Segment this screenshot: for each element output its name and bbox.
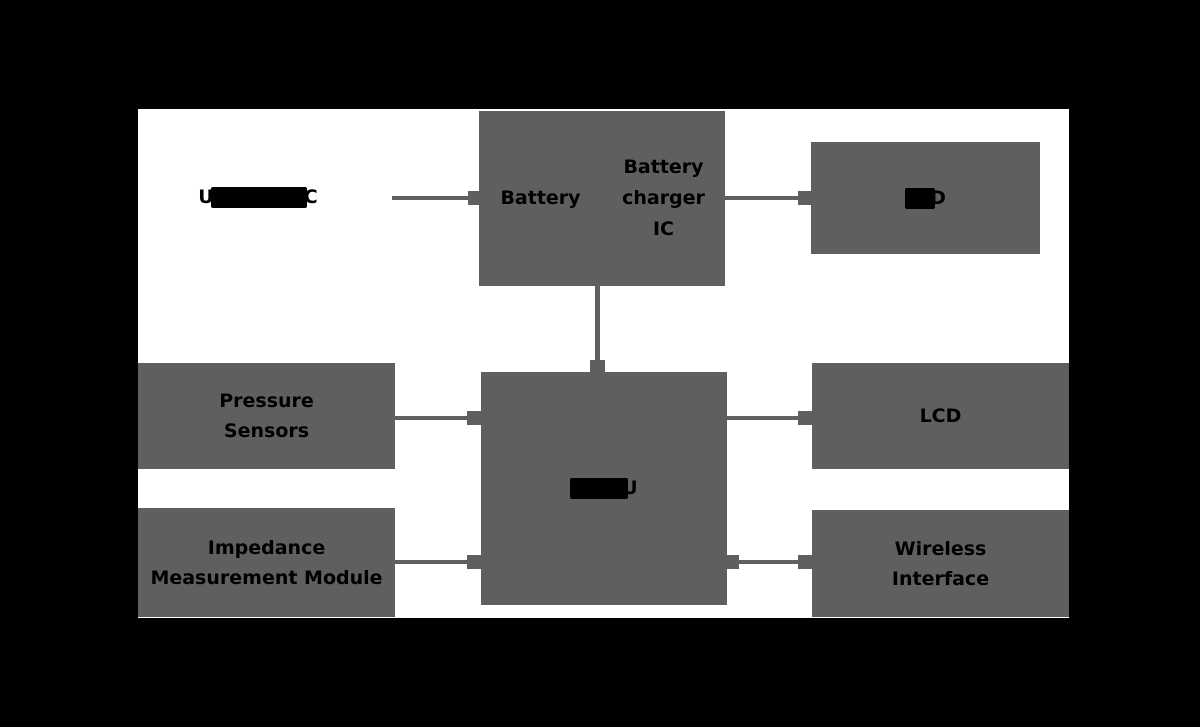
redaction-bar: [905, 187, 936, 209]
lcd-block: LCD: [812, 363, 1069, 469]
lcd-label: LCD: [919, 405, 962, 427]
connector-mcu-to-wireless: [736, 560, 802, 564]
connector-battery-charger-to-mcu: [595, 286, 600, 360]
arrowhead-into-lcd: [798, 411, 812, 425]
arrowhead-into-wireless: [798, 555, 812, 569]
impedance-measurement-block: Impedance Measurement Module: [138, 508, 395, 617]
arrowhead-into-led: [798, 191, 812, 205]
usb-label-end: C: [303, 186, 318, 208]
arrowhead-into-battery-charger: [468, 191, 482, 205]
connector-usb-to-battery-charger: [392, 196, 469, 200]
led-label-end: D: [930, 187, 946, 209]
arrowhead-into-mcu-from-pressure: [467, 411, 481, 425]
redaction-bar: [570, 478, 629, 499]
usb-label-start: U: [198, 186, 214, 208]
arrowhead-into-mcu-top: [590, 360, 605, 372]
connector-mcu-to-lcd: [727, 416, 801, 420]
led-block: D: [811, 142, 1040, 254]
connector-battery-charger-to-led: [725, 196, 801, 200]
battery-cell: Battery: [479, 183, 602, 214]
battery-charger-label: Battery charger IC: [622, 156, 705, 240]
connector-pressure-to-mcu: [395, 416, 469, 420]
battery-charger-block: Battery Battery charger IC: [479, 111, 725, 286]
arrowhead-into-mcu-from-impedance: [467, 555, 481, 569]
battery-label: Battery: [500, 187, 581, 209]
arrowhead-into-mcu-from-wireless: [725, 555, 739, 569]
connector-impedance-to-mcu: [395, 560, 469, 564]
battery-charger-cell: Battery charger IC: [602, 152, 725, 245]
mcu-block: U: [481, 372, 727, 605]
usb-power-label: U C: [190, 184, 326, 210]
pressure-sensors-label: Pressure Sensors: [219, 390, 314, 442]
pressure-sensors-block: Pressure Sensors: [138, 363, 395, 469]
mcu-label-end: U: [622, 476, 638, 499]
redaction-bar: [210, 186, 307, 208]
wireless-interface-label: Wireless Interface: [891, 537, 990, 590]
wireless-interface-block: Wireless Interface: [812, 510, 1069, 617]
impedance-measurement-label: Impedance Measurement Module: [150, 536, 383, 589]
